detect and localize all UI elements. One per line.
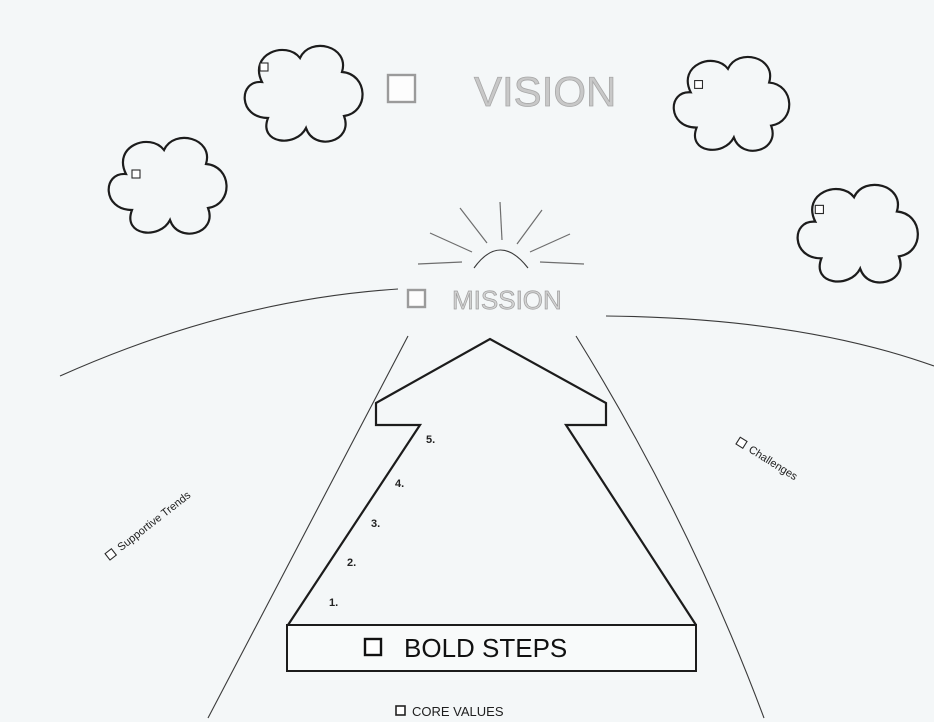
cloud-top-right xyxy=(672,55,791,152)
cloud-top-left xyxy=(243,44,364,143)
challenges-checkbox[interactable] xyxy=(735,436,748,449)
bold-steps-checkbox[interactable] xyxy=(363,637,383,657)
cloud-right xyxy=(796,183,919,284)
core-values-label: CORE VALUES xyxy=(412,704,504,719)
challenges-label: Challenges xyxy=(746,444,799,484)
step-4: 4. xyxy=(395,478,404,490)
supportive-trends-label: Supportive Trends xyxy=(115,489,193,554)
cloud-left xyxy=(107,136,228,235)
bold-steps-box xyxy=(286,624,697,672)
cloud-checkbox[interactable] xyxy=(131,169,141,179)
road-edge-right xyxy=(575,335,765,719)
core-values-checkbox[interactable] xyxy=(395,705,406,716)
challenges: Challenges xyxy=(735,436,800,484)
sun-icon xyxy=(417,201,585,269)
cloud-checkbox[interactable] xyxy=(814,204,825,215)
step-2: 2. xyxy=(347,557,356,569)
mission-checkbox[interactable] xyxy=(406,288,427,309)
step-3: 3. xyxy=(371,518,380,530)
horizon-arc-left xyxy=(59,288,399,377)
mission-label: MISSION xyxy=(452,285,562,315)
cloud-checkbox[interactable] xyxy=(259,62,269,72)
bold-steps-arrow xyxy=(287,337,697,626)
supportive-trends: Supportive Trends xyxy=(104,489,194,561)
vision-label: VISION xyxy=(474,68,616,115)
bold-steps-label: BOLD STEPS xyxy=(404,633,567,663)
vision-checkbox[interactable] xyxy=(386,73,417,104)
road-edge-left xyxy=(207,335,409,719)
supportive-trends-checkbox[interactable] xyxy=(104,547,118,561)
step-5: 5. xyxy=(426,434,435,446)
step-1: 1. xyxy=(329,597,338,609)
cloud-checkbox[interactable] xyxy=(694,80,704,89)
horizon-arc-right xyxy=(605,315,934,367)
